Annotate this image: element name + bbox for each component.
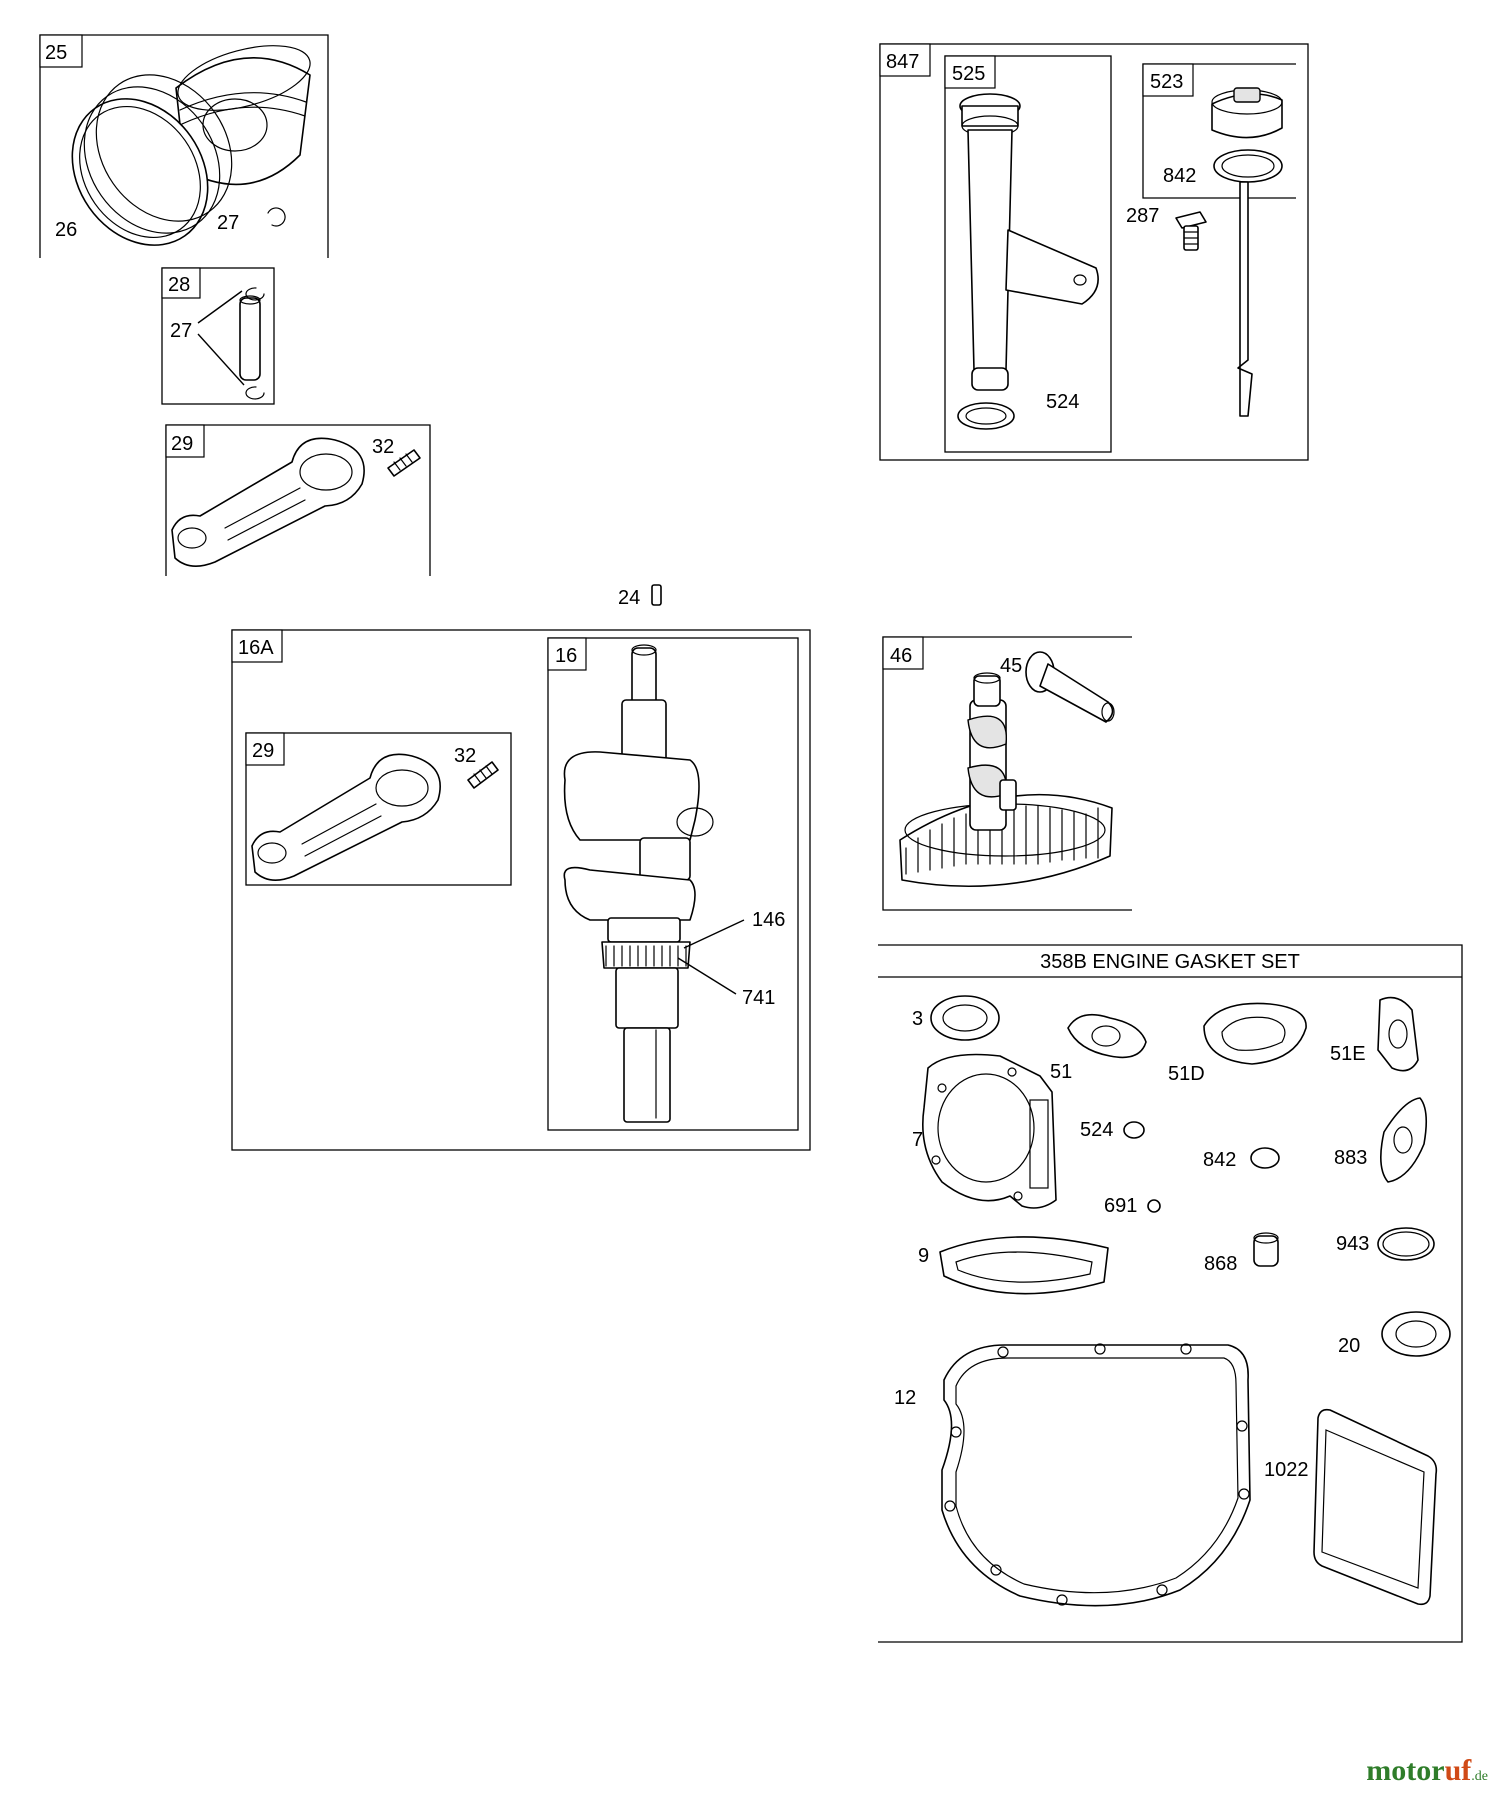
retainer-clip-icon [267, 207, 286, 227]
group-dipstick-label: 523 [1150, 71, 1183, 93]
gasket-9-image [939, 1236, 1109, 1295]
gasket-51d-image [1203, 1002, 1307, 1065]
gasket-label-691: 691 [1104, 1195, 1137, 1217]
dipstick-image [1211, 87, 1283, 417]
gasket-1022-image [1313, 1408, 1438, 1606]
piston-image [175, 45, 311, 186]
gasket-label-3: 3 [912, 1008, 923, 1030]
piston-pin-image [239, 295, 261, 381]
group-tube-label: 525 [952, 63, 985, 85]
gasket-label-7: 7 [912, 1129, 923, 1151]
gasket-20-image [1381, 1311, 1451, 1357]
group-crank-assembly-label: 16A [238, 637, 274, 659]
part-label-retainer: 27 [217, 212, 239, 234]
gasket-label-51: 51 [1050, 1061, 1072, 1083]
group-gasket-set: 358B ENGINE GASKET SET 3 51 51D 51E [878, 944, 1463, 1643]
gasket-12-image [941, 1343, 1251, 1607]
group-pin: 28 27 [161, 267, 275, 405]
part-label-rings: 26 [55, 219, 77, 241]
part-label-tube-oring: 524 [1046, 391, 1079, 413]
gasket-label-1022: 1022 [1264, 1459, 1309, 1481]
crank-connecting-rod-image [251, 753, 441, 881]
part-label-sensor-gear: 146 [752, 909, 785, 931]
pin-retainer-bottom-icon [245, 386, 265, 400]
group-camshaft-label: 46 [890, 645, 912, 667]
group-piston: 25 26 27 [39, 34, 329, 258]
watermark: motoruf.de [1366, 1754, 1488, 1788]
key-icon [651, 584, 662, 606]
group-rod-label: 29 [171, 433, 193, 455]
gasket-label-51d: 51D [1168, 1063, 1205, 1085]
gasket-label-883: 883 [1334, 1147, 1367, 1169]
crank-rod-bolt-image [467, 761, 499, 789]
gasket-label-12: 12 [894, 1387, 916, 1409]
watermark-accent: uf [1444, 1754, 1472, 1787]
group-camshaft: 46 45 [882, 636, 1132, 911]
gasket-51-image [1067, 1013, 1147, 1059]
gasket-842-icon [1250, 1147, 1280, 1169]
gasket-label-943: 943 [1336, 1233, 1369, 1255]
rod-bolt-image [387, 449, 421, 477]
piston-rings-image [71, 74, 233, 246]
part-label-rod-bolt: 32 [372, 436, 394, 458]
crankshaft-image [563, 644, 714, 1123]
connecting-rod-image [171, 437, 365, 567]
part-label-lifter: 45 [1000, 655, 1022, 677]
gasket-51e-image [1377, 996, 1419, 1072]
dipstick-tube-image [957, 93, 1099, 430]
gasket-label-51e: 51E [1330, 1043, 1366, 1065]
gasket-691-icon [1147, 1199, 1161, 1213]
gasket-label-524: 524 [1080, 1119, 1113, 1141]
group-rod: 29 32 [165, 424, 431, 576]
part-label-timing-gear: 741 [742, 987, 775, 1009]
gasket-set-title: 358B ENGINE GASKET SET [1040, 951, 1300, 973]
gasket-label-842: 842 [1203, 1149, 1236, 1171]
gasket-7-image [922, 1053, 1057, 1209]
group-dipstick-assembly: 847 525 524 523 842 [879, 43, 1309, 461]
group-crank-rod-label: 29 [252, 740, 274, 762]
gasket-943-image [1377, 1227, 1435, 1261]
watermark-main: motor [1366, 1754, 1445, 1787]
group-crankshaft-label: 16 [555, 645, 577, 667]
watermark-suffix: .de [1471, 1769, 1488, 1784]
part-label-dipstick-oring: 842 [1163, 165, 1196, 187]
part-label-crank-rod-bolt: 32 [454, 745, 476, 767]
part-label-pin-retainers: 27 [170, 320, 192, 342]
group-crank-assembly: 16A 29 32 16 [231, 629, 811, 1151]
group-dipstick-assembly-label: 847 [886, 51, 919, 73]
gasket-label-9: 9 [918, 1245, 929, 1267]
gasket-label-20: 20 [1338, 1335, 1360, 1357]
group-piston-label: 25 [45, 42, 67, 64]
gasket-label-868: 868 [1204, 1253, 1237, 1275]
gasket-868-image [1253, 1232, 1279, 1267]
pin-retainer-top-icon [245, 287, 265, 301]
key-part: 24 [618, 584, 662, 609]
group-pin-label: 28 [168, 274, 190, 296]
gasket-883-image [1380, 1097, 1428, 1183]
part-label-key: 24 [618, 587, 640, 609]
lifter-image [1025, 651, 1115, 723]
gasket-524-icon [1123, 1121, 1145, 1139]
gasket-3-image [930, 995, 1000, 1041]
part-label-screw: 287 [1126, 205, 1159, 227]
screw-image [1175, 211, 1207, 251]
camshaft-image [899, 672, 1113, 888]
